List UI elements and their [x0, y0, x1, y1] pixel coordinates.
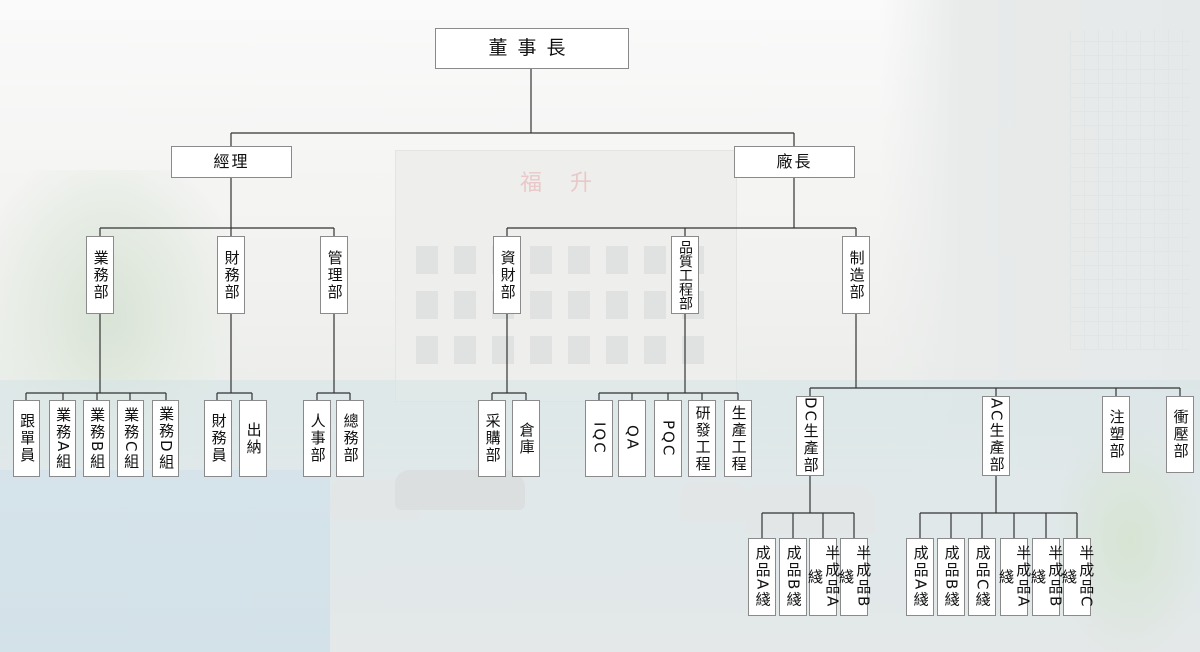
finance-dept-box: 財務部: [217, 236, 245, 314]
unit-follow-up: 跟單員: [13, 400, 40, 477]
unit-general-affairs: 總務部: [336, 400, 364, 477]
unit-finance-staff: 財務員: [204, 400, 232, 477]
quality-eng-dept-box: 品質工程部: [671, 236, 699, 314]
unit-rd-engineering: 研發工程: [688, 400, 716, 477]
unit-ac-production: AC生產部: [982, 396, 1010, 476]
unit-cashier: 出納: [239, 400, 267, 477]
factory-director-box: 廠長: [734, 146, 855, 178]
unit-warehouse: 倉庫: [512, 400, 540, 477]
manufacturing-dept-box: 制造部: [842, 236, 870, 314]
unit-production-engineering: 生產工程: [724, 400, 752, 477]
unit-dc-production: DC生產部: [796, 396, 824, 476]
unit-sales-b: 業務B組: [83, 400, 110, 477]
line-dc-semi-a: 半成品A綫: [809, 538, 837, 616]
unit-injection-molding: 注塑部: [1102, 396, 1130, 473]
line-ac-finished-c: 成品C綫: [968, 538, 996, 616]
line-ac-semi-a: 半成品A綫: [1000, 538, 1028, 616]
unit-qa: QA: [618, 400, 646, 477]
unit-sales-c: 業務C組: [117, 400, 144, 477]
line-dc-finished-b: 成品B綫: [779, 538, 807, 616]
unit-pqc: PQC: [654, 400, 682, 477]
unit-sales-d: 業務D組: [152, 400, 179, 477]
unit-sales-a: 業務A組: [49, 400, 76, 477]
line-ac-semi-b: 半成品B綫: [1032, 538, 1060, 616]
sales-dept-box: 業務部: [86, 236, 114, 314]
line-ac-finished-a: 成品A綫: [906, 538, 934, 616]
materials-dept-box: 資財部: [493, 236, 521, 314]
unit-hr: 人事部: [303, 400, 331, 477]
manager-box: 經理: [171, 146, 292, 178]
unit-iqc: IQC: [585, 400, 613, 477]
chairman-box: 董事長: [435, 28, 629, 69]
line-ac-finished-b: 成品B綫: [937, 538, 965, 616]
line-ac-semi-c: 半成品C綫: [1063, 538, 1091, 616]
line-dc-semi-b: 半成品B綫: [840, 538, 868, 616]
line-dc-finished-a: 成品A綫: [748, 538, 776, 616]
admin-dept-box: 管理部: [320, 236, 348, 314]
unit-stamping: 衝壓部: [1166, 396, 1194, 473]
unit-purchasing: 采購部: [478, 400, 506, 477]
